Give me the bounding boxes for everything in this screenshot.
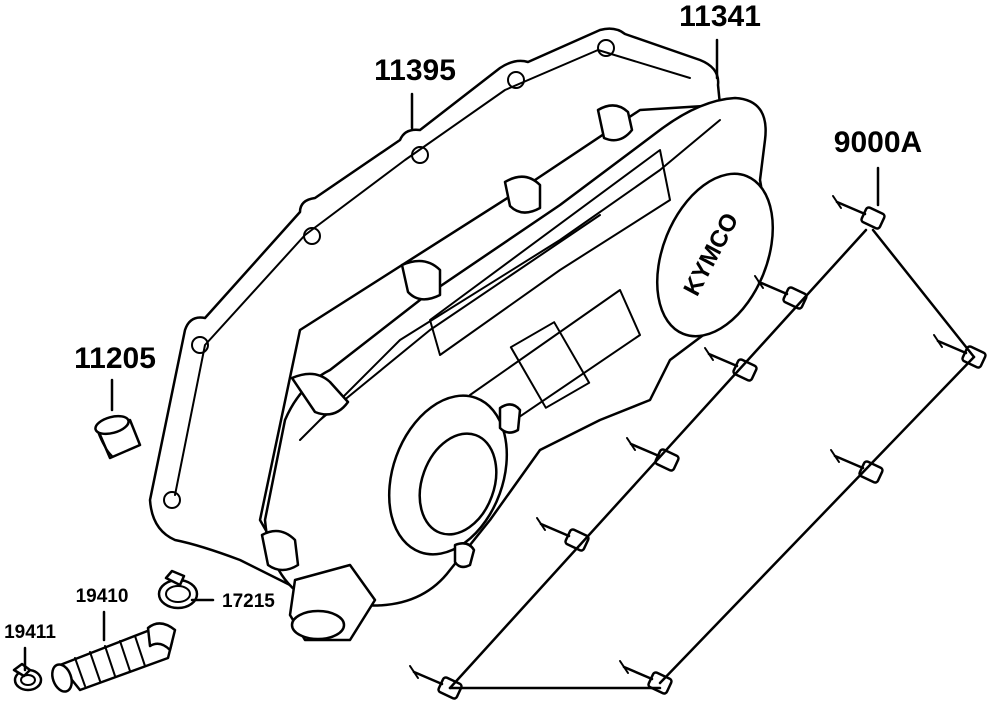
part-number-11395: 11395	[374, 54, 456, 87]
part-number-17215: 17215	[222, 591, 275, 612]
part-number-11205: 11205	[74, 342, 156, 375]
bolt	[832, 195, 886, 230]
duct-hose-19410	[51, 622, 177, 693]
part-number-11341: 11341	[679, 0, 761, 33]
gasket-11395	[148, 27, 722, 592]
bolt	[536, 517, 590, 552]
bolt-grouping-lines	[448, 228, 976, 690]
clamp-19411	[12, 662, 43, 692]
crankcase-cover: KYMCO	[260, 96, 775, 642]
part-number-19411: 19411	[4, 622, 56, 643]
bolt	[830, 449, 884, 484]
mounting-bosses	[260, 104, 634, 572]
bushing-11205	[94, 414, 142, 460]
hose-clamp-17215	[157, 569, 199, 610]
bolt-group-9000A	[409, 195, 987, 700]
bolt	[704, 347, 758, 382]
part-number-19410: 19410	[76, 586, 129, 607]
part-number-9000A: 9000A	[834, 126, 922, 159]
leader-lines	[23, 38, 880, 672]
